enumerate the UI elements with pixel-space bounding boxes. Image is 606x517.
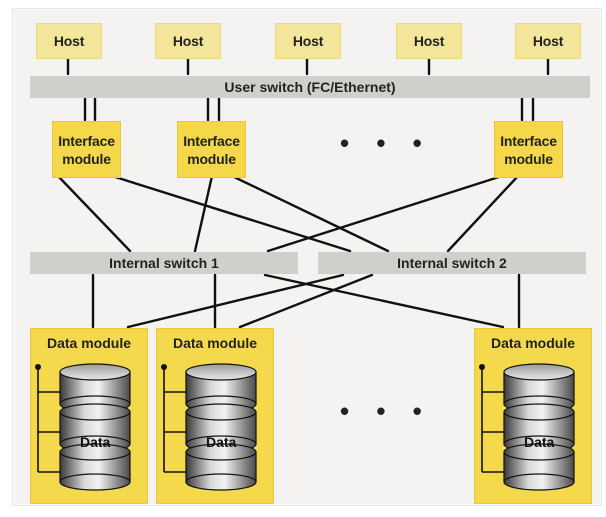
host-box-1: Host	[36, 23, 102, 59]
data-module-2-disk-label: Data	[206, 434, 237, 450]
disk-platter-3c	[503, 443, 575, 491]
iface-1-to-switch-1	[56, 174, 132, 253]
switch-2-to-data-2	[238, 273, 374, 329]
host-box-5: Host	[515, 23, 581, 59]
internal-switch-1-bar: Internal switch 1	[30, 252, 298, 274]
interface-module-2: Interface module	[177, 121, 246, 178]
internal-switch-2-label: Internal switch 2	[397, 255, 507, 271]
host-box-4: Host	[396, 23, 462, 59]
data-module-1-title: Data module	[46, 335, 131, 351]
internal-switch-1-label: Internal switch 1	[109, 255, 219, 271]
data-module-3-disk-label: Data	[524, 434, 555, 450]
iface-2-to-switch-2	[230, 174, 390, 253]
switch-2-to-data-1	[126, 273, 345, 329]
iface-3-to-switch-1	[266, 174, 504, 253]
internal-switch-2-bar: Internal switch 2	[318, 252, 586, 274]
disk-stack-2	[161, 363, 257, 491]
interface-ellipsis: • • •	[340, 128, 432, 158]
data-module-ellipsis: • • •	[340, 396, 432, 426]
disk-platter-2c	[185, 443, 257, 491]
user-switch-label: User switch (FC/Ethernet)	[224, 79, 396, 95]
disk-platter-3b	[503, 403, 575, 453]
disk-stack-1	[35, 363, 131, 491]
data-module-1-disk-label: Data	[80, 434, 111, 450]
disk-platter-1c	[59, 443, 131, 491]
iface-2-to-switch-1	[193, 174, 214, 253]
interface-module-3: Interface module	[494, 121, 563, 178]
iface-3-to-switch-2	[446, 174, 520, 253]
host-box-3: Host	[275, 23, 341, 59]
host-box-2: Host	[155, 23, 221, 59]
data-module-2-title: Data module	[172, 335, 257, 351]
disk-stack-3	[479, 363, 575, 491]
user-switch-bar: User switch (FC/Ethernet)	[30, 76, 590, 98]
data-module-3-title: Data module	[490, 335, 575, 351]
interface-module-1: Interface module	[52, 121, 121, 178]
